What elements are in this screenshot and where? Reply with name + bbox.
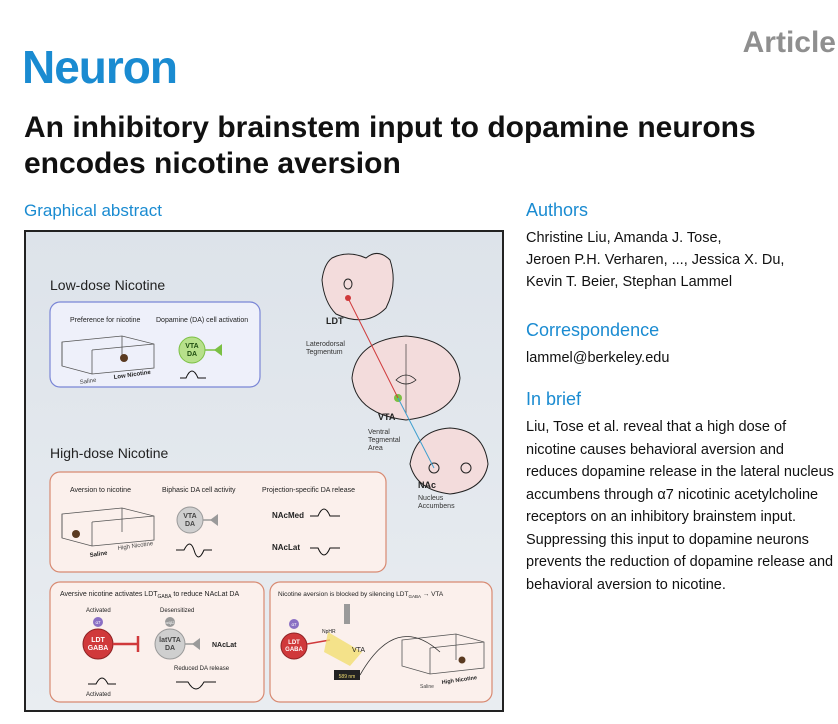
- br-ldt-gaba-neuron-icon: [280, 632, 308, 660]
- authors-section: Authors Christine Liu, Amanda J. Tose, J…: [526, 200, 838, 293]
- vta-full-1: Ventral: [368, 429, 390, 436]
- silencing-chamber: [401, 633, 485, 675]
- authors-line-1: Christine Liu, Amanda J. Tose,: [526, 230, 722, 246]
- a4b2-receptor-icon: [165, 617, 175, 627]
- high-dose-chamber: [61, 507, 155, 547]
- vta-da-neuron-gray-icon: [176, 506, 204, 534]
- latvta-label: latVTA: [159, 637, 181, 644]
- a7-receptor-icon: [93, 617, 103, 627]
- vta-to-nac-projection: [397, 397, 435, 469]
- reduced-release-label: Reduced DA release: [174, 666, 230, 672]
- activated-bottom-label: Activated: [86, 692, 111, 698]
- low-dose-title: Low-dose Nicotine: [50, 277, 165, 293]
- a4b2-label: α4β2: [165, 620, 175, 625]
- vta-full-3: Area: [368, 445, 383, 452]
- reduced-release-trace-icon: [176, 681, 216, 690]
- in-brief-heading: In brief: [526, 389, 582, 409]
- br-vta-label: VTA: [352, 647, 365, 654]
- desensitized-label: Desensitized: [160, 608, 194, 614]
- correspondence-email[interactable]: lammel@berkeley.edu: [526, 350, 670, 366]
- br-high-nicotine-label: High Nicotine: [441, 675, 477, 686]
- inhibitory-synapse-icon: [113, 636, 140, 652]
- saline-label: Saline: [79, 378, 97, 386]
- activated-top-label: Activated: [86, 608, 111, 614]
- a7-label: α7: [95, 620, 101, 625]
- authors-heading: Authors: [526, 200, 589, 220]
- nphr-label: NpHR: [322, 629, 336, 635]
- brain-section-nac: [409, 427, 489, 495]
- projection-label: Projection-specific DA release: [262, 487, 355, 494]
- silencing-panel: [269, 581, 493, 703]
- article-type-label: Article: [742, 26, 836, 59]
- activation-trace-icon: [180, 370, 206, 379]
- biphasic-label: Biphasic DA cell activity: [162, 487, 236, 494]
- graphical-abstract-heading: Graphical abstract: [24, 201, 162, 220]
- in-brief-text: Liu, Tose et al. reveal that a high dose…: [526, 419, 834, 593]
- low-dose-panel: [49, 301, 261, 388]
- bl-ldt-label: LDT: [91, 637, 105, 644]
- da-activation-label: Dopamine (DA) cell activation: [156, 317, 248, 324]
- optic-fiber-icon: [344, 604, 350, 624]
- light-cone-icon: [324, 632, 362, 666]
- bl-gaba-label: GABA: [88, 645, 109, 652]
- graphical-abstract-figure: Low-dose Nicotine Preference for nicotin…: [24, 230, 504, 712]
- mechanism-title: Aversive nicotine activates LDTGABA to r…: [60, 591, 239, 600]
- latvta-da-neuron-icon: [154, 628, 186, 660]
- brain-section-vta: [351, 335, 461, 421]
- low-dose-chamber: [61, 335, 155, 375]
- high-vta-label: VTA: [183, 513, 196, 520]
- br-a7-label: α7: [291, 622, 297, 627]
- naclat-trace-icon: [310, 547, 340, 556]
- br-ldt-label: LDT: [288, 640, 300, 646]
- mouse-icon: [120, 354, 128, 362]
- authors-list: Christine Liu, Amanda J. Tose, Jeroen P.…: [526, 227, 838, 293]
- nac-label: NAc: [418, 480, 436, 490]
- authors-line-3: Kevin T. Beier, Stephan Lammel: [526, 274, 733, 290]
- high-saline-label: Saline: [89, 550, 108, 558]
- synapse-arrow-icon: [214, 344, 222, 356]
- laser-label: 589 nm: [339, 674, 356, 680]
- br-a7-receptor-icon: [289, 619, 299, 629]
- nac-full-1: Nucleus: [418, 495, 444, 502]
- ldt-label: LDT: [326, 316, 344, 326]
- vta-label: VTA: [185, 343, 198, 350]
- in-brief-section: In brief Liu, Tose et al. reveal that a …: [526, 389, 838, 596]
- aversion-label: Aversion to nicotine: [70, 487, 131, 494]
- correspondence-section: Correspondence lammel@berkeley.edu: [526, 320, 838, 369]
- vta-full-2: Tegmental: [368, 437, 401, 444]
- ldt-to-vta-projection: [347, 297, 399, 399]
- naclat-label: NAcLat: [272, 543, 300, 552]
- journal-logo: Neuron: [22, 41, 178, 93]
- bl-da-label: DA: [165, 645, 175, 652]
- ldt-full-1: Laterodorsal: [306, 341, 345, 348]
- biphasic-trace-icon: [176, 543, 212, 558]
- mouse-icon-3: [458, 656, 466, 664]
- tether-cable: [359, 636, 441, 676]
- high-dose-title: High-dose Nicotine: [50, 445, 168, 461]
- da-label: DA: [187, 351, 197, 358]
- ldt-gaba-neuron-icon: [82, 628, 114, 660]
- low-nicotine-label: Low Nicotine: [113, 370, 151, 381]
- mouse-icon-2: [72, 530, 80, 538]
- authors-line-2: Jeroen P.H. Verharen, ..., Jessica X. Du…: [526, 252, 785, 268]
- laser-box-icon: [334, 670, 360, 680]
- ldt-full-2: Tegmentum: [306, 349, 343, 356]
- nac-full-2: Accumbens: [418, 503, 455, 510]
- activated-trace-icon-2: [88, 677, 116, 685]
- brain-section-ldt: [321, 253, 394, 321]
- high-da-label: DA: [185, 521, 195, 528]
- vta-da-neuron-icon: [178, 336, 206, 364]
- article-title: An inhibitory brainstem input to dopamin…: [24, 111, 756, 180]
- br-gaba-label: GABA: [285, 647, 303, 653]
- bl-naclat-label: NAcLat: [212, 642, 237, 649]
- correspondence-heading: Correspondence: [526, 320, 660, 340]
- nacmed-trace-icon: [310, 508, 340, 517]
- preference-label: Preference for nicotine: [70, 317, 141, 324]
- vta-brain-label: VTA: [378, 412, 396, 422]
- high-nicotine-label: High Nicotine: [117, 541, 154, 552]
- nacmed-label: NAcMed: [272, 511, 304, 520]
- br-saline-label: Saline: [420, 684, 434, 690]
- silencing-title: Nicotine aversion is blocked by silencin…: [278, 591, 444, 599]
